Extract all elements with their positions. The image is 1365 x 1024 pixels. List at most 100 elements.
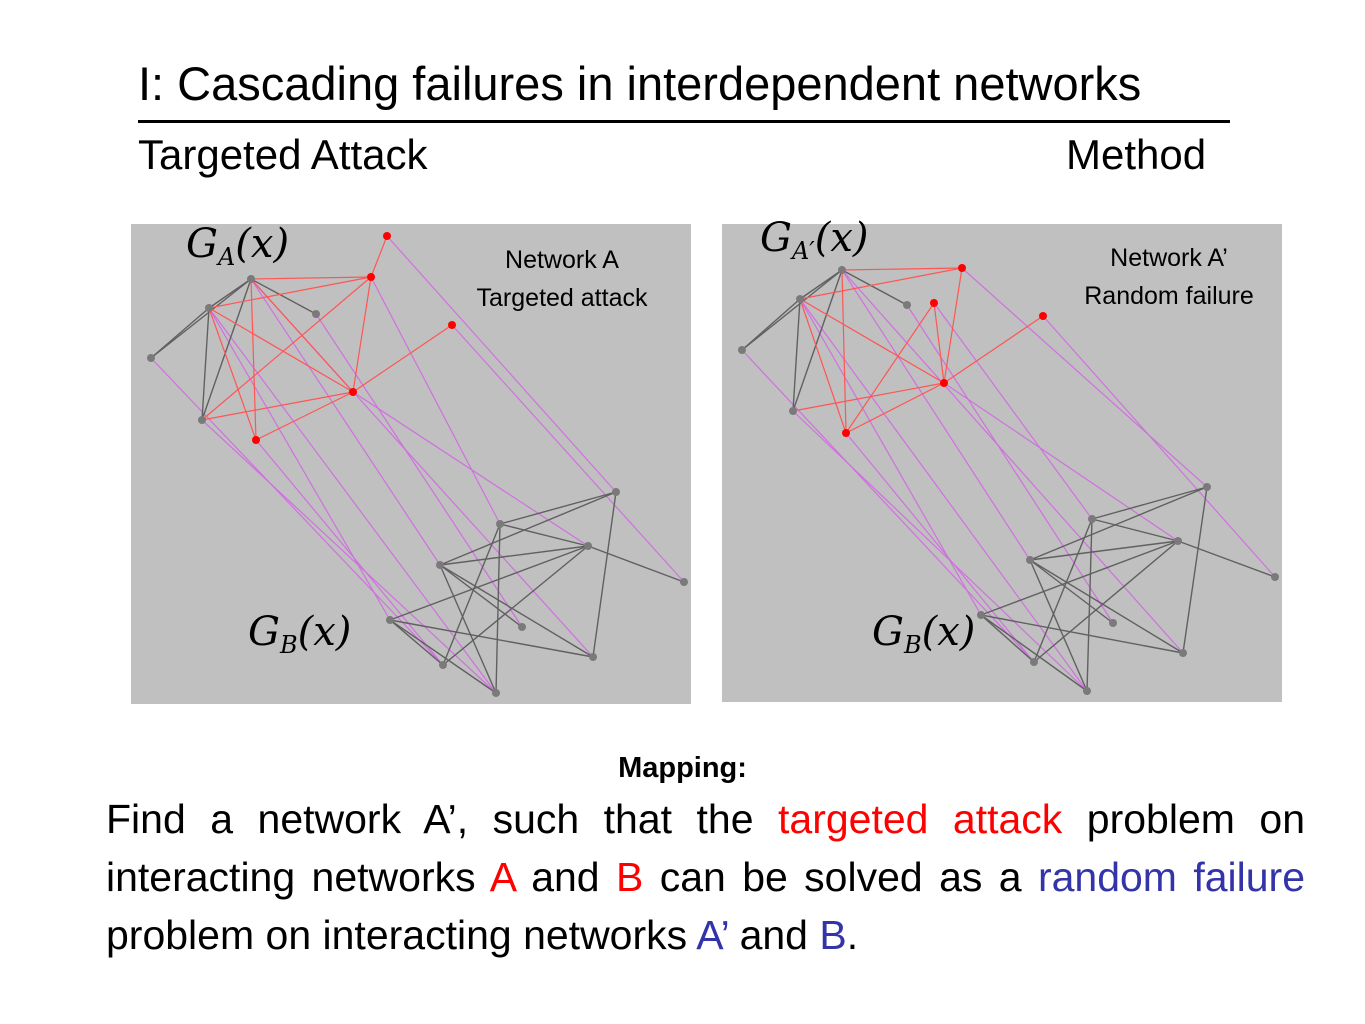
network-node	[198, 416, 206, 424]
network-node	[518, 623, 526, 631]
removed-edge	[841, 269, 847, 434]
mapping-label: Mapping:	[618, 752, 747, 784]
network-node	[789, 407, 797, 415]
network-b-edge	[389, 619, 594, 658]
network-a-highlight: A	[489, 854, 515, 900]
network-a-prime-edge	[741, 298, 801, 351]
network-node	[492, 689, 500, 697]
subtitle-targeted-attack: Targeted Attack	[138, 131, 428, 178]
interlink-edge	[255, 439, 444, 666]
right-network-graph	[738, 264, 1279, 695]
failed-node	[349, 388, 357, 396]
network-b-edge	[592, 491, 617, 658]
network-b-second-highlight: B	[819, 912, 847, 958]
network-b-edge	[1029, 486, 1208, 561]
interlink-edge	[961, 267, 1208, 488]
network-node	[312, 310, 320, 318]
failed-edge	[250, 278, 257, 441]
network-a-prime-edge	[792, 298, 801, 412]
network-b-edge	[1033, 540, 1179, 663]
network-b-edge	[389, 619, 497, 694]
targeted-attack-highlight: targeted attack	[778, 796, 1063, 842]
interlink-edge	[845, 432, 1035, 663]
network-b-edge	[499, 491, 617, 525]
subtitle-method: Method	[1066, 131, 1207, 178]
failed-edge	[250, 278, 354, 393]
failed-edge	[208, 307, 354, 393]
network-a-prime-edge	[792, 269, 843, 412]
interlink-edge	[208, 307, 497, 694]
interlink-edge	[315, 313, 523, 628]
network-b-edge	[439, 564, 594, 658]
network-node	[680, 578, 688, 586]
network-a-prime-edge	[741, 269, 843, 351]
removed-edge	[943, 267, 963, 384]
body-paragraph: Find a network A’, such that the targete…	[106, 796, 1305, 958]
interlink-edge	[841, 269, 1031, 561]
network-b-edge	[1029, 559, 1088, 692]
removed-edge	[841, 267, 963, 271]
removed-edge	[845, 302, 935, 434]
network-node	[1109, 619, 1117, 627]
network-a-edge	[208, 278, 252, 309]
network-b-edge	[980, 614, 1088, 692]
interlink-edge	[741, 349, 1035, 663]
interlink-edge	[1042, 315, 1276, 578]
slide-title: I: Cascading failures in interdependent …	[138, 57, 1142, 110]
network-b-edge	[389, 619, 444, 666]
failed-node	[252, 436, 260, 444]
network-node	[584, 542, 592, 550]
failed-edge	[250, 276, 372, 280]
network-node	[1026, 556, 1034, 564]
failed-edge	[201, 276, 372, 421]
network-node	[977, 611, 985, 619]
network-node	[589, 653, 597, 661]
removed-edge	[799, 298, 945, 384]
network-b-edge	[980, 614, 1184, 654]
failed-node	[930, 299, 938, 307]
failed-node	[383, 232, 391, 240]
network-b-edge	[587, 545, 685, 583]
gb-label-right: GB(x)	[872, 609, 976, 659]
network-node	[439, 661, 447, 669]
network-node	[436, 561, 444, 569]
failed-edge	[208, 276, 372, 309]
gb-label-left: GB(x)	[248, 609, 352, 659]
network-b-edge	[442, 523, 501, 666]
interlink-edge	[150, 357, 444, 666]
network-a-edge	[201, 307, 210, 421]
removed-edge	[799, 267, 963, 300]
network-a-edge	[150, 278, 252, 359]
interlink-edge	[943, 382, 1179, 542]
network-a-prime-label: Network A’Random failure	[1084, 244, 1254, 310]
interlink-edge	[352, 391, 589, 547]
network-node	[1271, 573, 1279, 581]
network-a-edge	[150, 307, 210, 359]
network-node	[903, 301, 911, 309]
failed-node	[940, 379, 948, 387]
network-node	[1179, 649, 1187, 657]
network-a-prime-edge	[799, 269, 843, 300]
network-b-edge	[442, 545, 589, 666]
removed-edge	[933, 302, 945, 384]
failed-edge	[352, 324, 453, 393]
network-b-edge	[1182, 486, 1208, 654]
network-b-edge	[1091, 518, 1179, 542]
failed-edge	[370, 235, 388, 278]
network-node	[1030, 658, 1038, 666]
network-node	[838, 266, 846, 274]
network-b-edge	[1091, 486, 1208, 520]
failed-edge	[208, 307, 257, 441]
network-b-edge	[439, 491, 617, 566]
removed-edge	[792, 382, 945, 412]
title-underline	[138, 120, 1230, 123]
failed-edge	[201, 391, 354, 421]
ga-label-left: GA(x)	[186, 221, 290, 271]
network-b-edge	[1029, 559, 1184, 654]
interlink-edge	[799, 298, 982, 616]
network-b-edge	[980, 614, 1035, 663]
interlink-edge	[370, 276, 501, 525]
network-a-prime-highlight: A’	[696, 912, 729, 958]
ga-prime-label-right: GA′(x)	[760, 215, 869, 265]
interlink-edge	[841, 269, 1184, 654]
